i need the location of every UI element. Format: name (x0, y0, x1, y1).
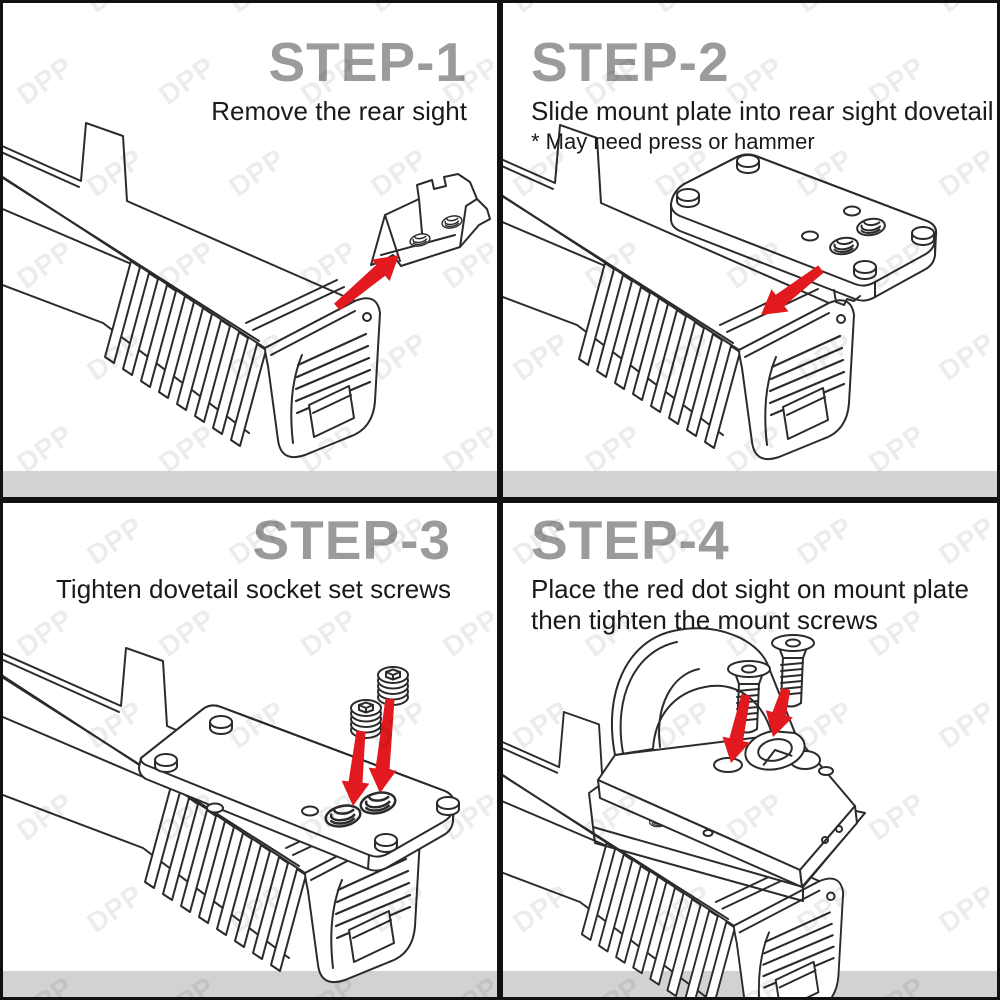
panel-divider-horizontal (3, 497, 997, 503)
step-1-caption: Remove the rear sight (211, 96, 467, 126)
red-arrow-icon (765, 687, 793, 737)
screw-left (727, 660, 771, 734)
panel-step-1: STEP-1 Remove the rear sight (3, 3, 497, 497)
step-4-caption: Place the red dot sight on mount plate t… (531, 574, 969, 635)
rear-sight (370, 173, 491, 267)
step-4-title: STEP-4 (531, 509, 730, 571)
mount-plate (670, 153, 938, 306)
step-2-illustration (503, 111, 938, 461)
footer-band (3, 971, 497, 997)
step-4-illustration (503, 627, 866, 997)
screw-right (771, 634, 815, 708)
step-3-title: STEP-3 (252, 509, 451, 571)
footer-band (3, 471, 497, 497)
step-1-title: STEP-1 (268, 31, 467, 93)
step-3-caption: Tighten dovetail socket set screws (56, 574, 451, 604)
footer-band (503, 471, 997, 497)
red-arrow-icon (334, 255, 399, 311)
step-2-note: * May need press or hammer (531, 128, 815, 154)
red-arrow-icon (722, 694, 751, 763)
mount-screws (727, 634, 815, 734)
step-2-caption: Slide mount plate into rear sight doveta… (531, 96, 994, 126)
panel-step-3: STEP-3 Tighten dovetail socket set screw… (3, 503, 497, 997)
panel-step-4: STEP-4 Place the red dot sight on mount … (503, 503, 997, 997)
panel-step-2: STEP-2 Slide mount plate into rear sight… (503, 3, 997, 497)
mount-plate (138, 704, 460, 872)
step-1-illustration (3, 109, 491, 459)
step-2-title: STEP-2 (531, 31, 730, 93)
step-3-illustration (3, 634, 460, 984)
red-arrow-icon (368, 698, 397, 793)
red-arrow-icon (761, 265, 824, 315)
emitter-hole (744, 729, 806, 771)
red-arrow-icon (341, 730, 370, 806)
set-screws (350, 666, 409, 739)
